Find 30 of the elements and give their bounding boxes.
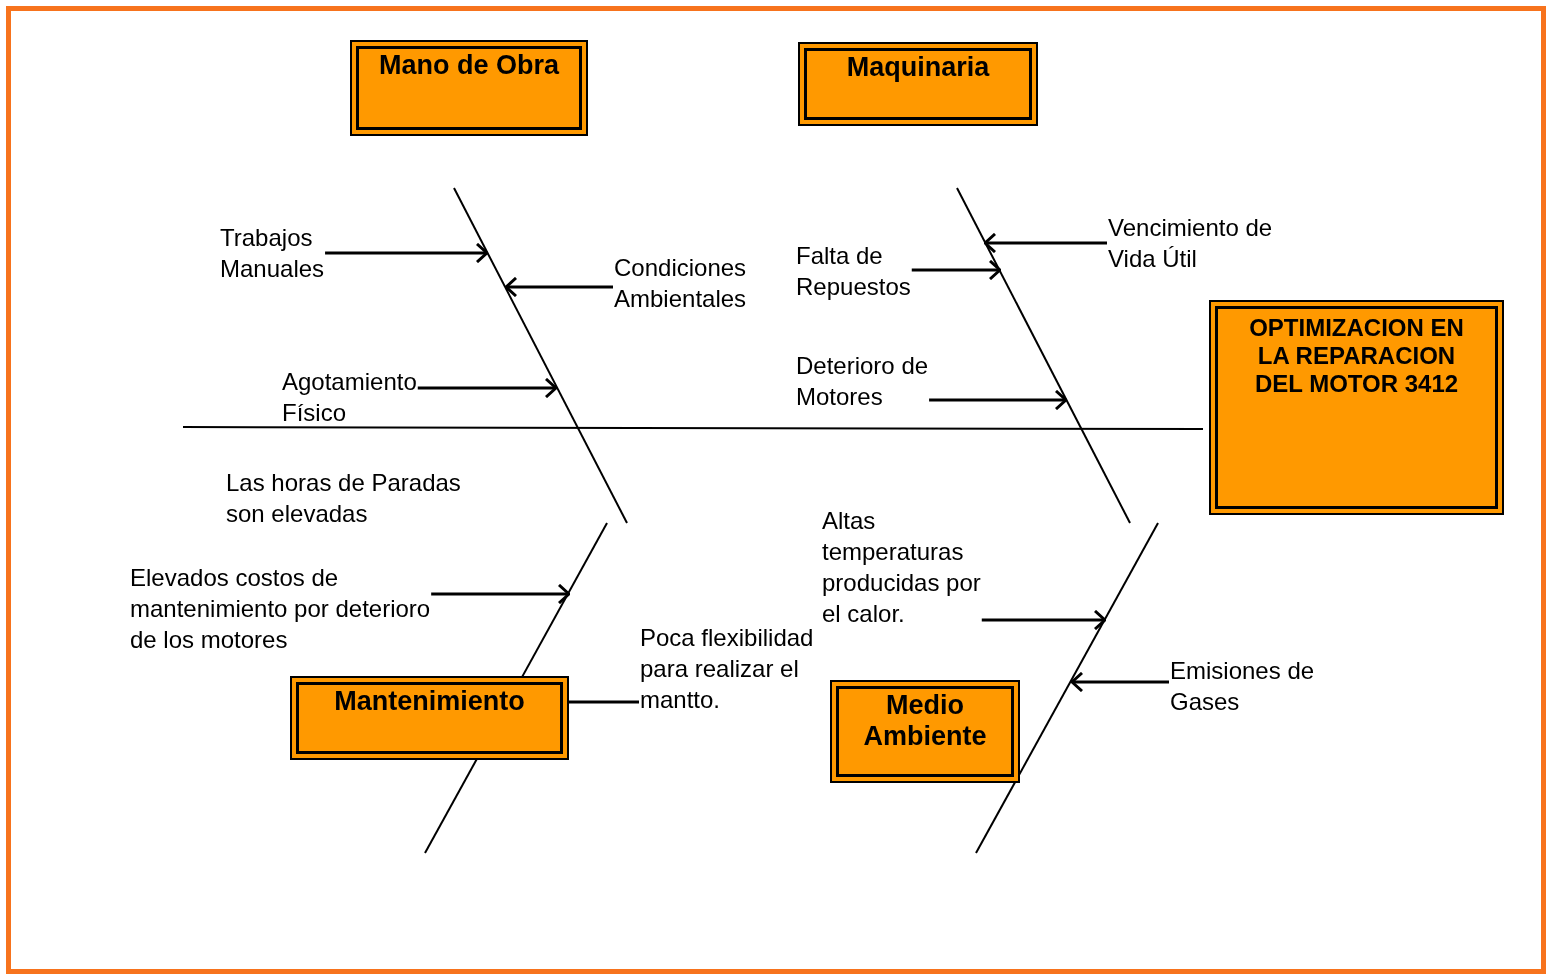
arrow bbox=[911, 259, 1002, 281]
cause-text: Las horas de Paradas son elevadas bbox=[226, 468, 462, 529]
category-title: Maquinaria bbox=[845, 51, 991, 83]
category-title: Medio Ambiente bbox=[862, 689, 988, 752]
arrow bbox=[325, 242, 489, 264]
cause-text: Emisiones de Gases bbox=[1170, 656, 1316, 717]
category-title: Mantenimiento bbox=[333, 685, 526, 717]
arrow bbox=[504, 276, 613, 298]
cause-text: Altas temperaturas producidas por el calor. bbox=[822, 506, 982, 629]
category-title: Mano de Obra bbox=[378, 49, 561, 81]
category-box bbox=[798, 42, 1038, 126]
effect-box bbox=[1209, 300, 1504, 515]
arrow bbox=[1070, 671, 1169, 693]
category-box bbox=[290, 676, 569, 760]
category-box bbox=[830, 680, 1020, 783]
cause-text: Agotamiento Físico bbox=[282, 367, 418, 428]
cause-text: Trabajos Manuales bbox=[220, 223, 326, 284]
cause-text: Condiciones Ambientales bbox=[614, 253, 748, 314]
cause-text: Poca flexibilidad para realizar el mantto. bbox=[640, 623, 815, 715]
cause-text: Deterioro de Motores bbox=[796, 351, 930, 412]
category-title: OPTIMIZACION EN LA REPARACION DEL MOTOR 3412 bbox=[1248, 313, 1465, 398]
arrow bbox=[983, 232, 1107, 254]
cause-text: Elevados costos de mantenimiento por deterioro de los motores bbox=[130, 563, 432, 655]
arrow bbox=[929, 389, 1068, 411]
category-box bbox=[350, 40, 588, 136]
arrow bbox=[417, 377, 558, 399]
arrow bbox=[981, 609, 1107, 631]
arrow bbox=[431, 583, 571, 605]
cause-text: Falta de Repuestos bbox=[796, 241, 912, 302]
cause-text: Vencimiento de Vida Útil bbox=[1108, 213, 1274, 274]
